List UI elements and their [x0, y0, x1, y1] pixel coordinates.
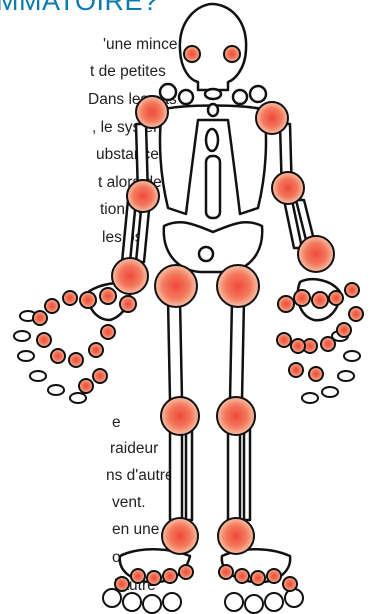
joint [298, 236, 334, 272]
joint [217, 265, 259, 307]
joint [184, 46, 200, 62]
joint [217, 397, 255, 435]
joint [136, 96, 168, 128]
joint [155, 265, 197, 307]
joint [127, 180, 159, 212]
joint [162, 518, 198, 554]
joint [272, 172, 304, 204]
joint [224, 46, 240, 62]
joint [218, 518, 254, 554]
joint [256, 102, 288, 134]
joint [161, 397, 199, 435]
joint [112, 258, 148, 294]
